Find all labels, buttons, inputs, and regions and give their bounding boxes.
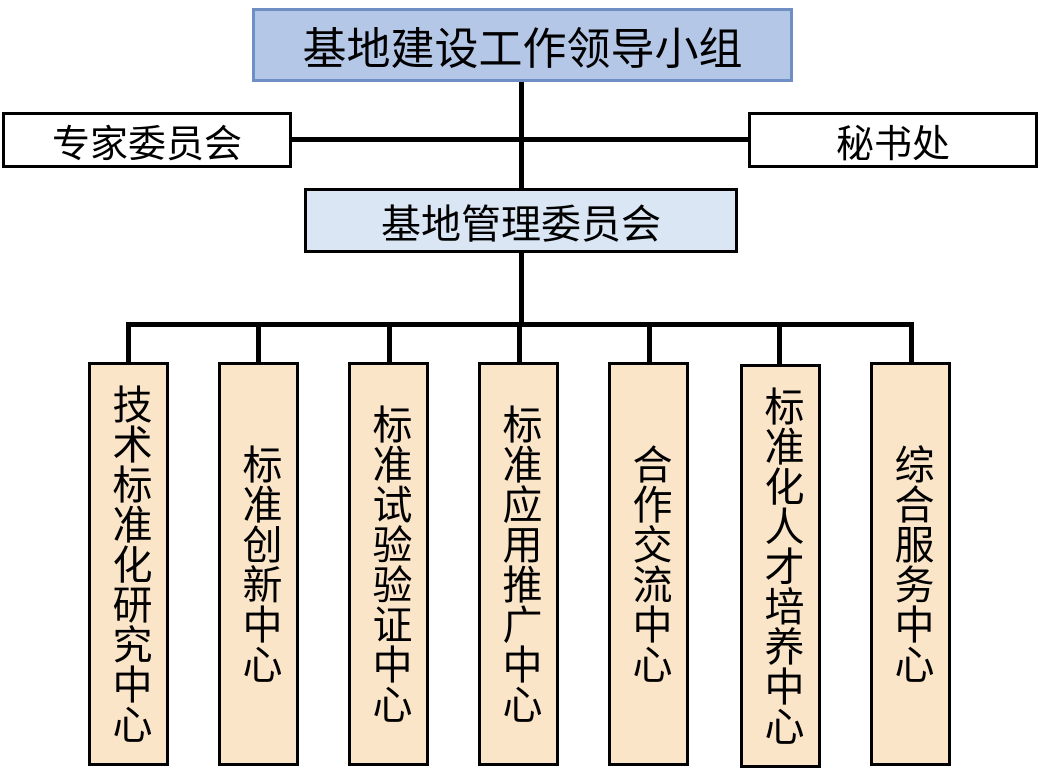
center-drop-line xyxy=(517,322,522,364)
center-drop-line xyxy=(777,322,782,364)
expert-committee-label: 专家委员会 xyxy=(51,121,242,166)
leadership-group-box: 基地建设工作领导小组 xyxy=(252,8,793,82)
management-committee-box: 基地管理委员会 xyxy=(304,188,738,253)
center-label: 标准试验验证中心 xyxy=(365,404,412,724)
expert-committee-box: 专家委员会 xyxy=(2,112,292,168)
center-box: 综合服务中心 xyxy=(870,362,951,766)
secretariat-box: 秘书处 xyxy=(748,112,1038,168)
center-drop-line xyxy=(126,322,131,364)
side-branch-line xyxy=(292,137,748,142)
center-box: 标准创新中心 xyxy=(218,362,299,766)
center-box: 合作交流中心 xyxy=(608,362,689,766)
center-drop-line xyxy=(909,322,914,364)
secretariat-label: 秘书处 xyxy=(835,121,950,166)
center-box: 技术标准化研究中心 xyxy=(88,362,169,766)
leadership-group-label: 基地建设工作领导小组 xyxy=(302,24,743,75)
center-label: 技术标准化研究中心 xyxy=(105,384,152,744)
center-drop-line xyxy=(387,322,392,364)
center-drop-line xyxy=(256,322,261,364)
center-label: 标准化人才培养中心 xyxy=(757,386,804,746)
trunk-line xyxy=(519,82,524,188)
center-label: 综合服务中心 xyxy=(887,444,934,684)
center-label: 标准应用推广中心 xyxy=(495,404,542,724)
center-label: 标准创新中心 xyxy=(235,444,282,684)
center-box: 标准试验验证中心 xyxy=(348,362,429,766)
center-box: 标准应用推广中心 xyxy=(478,362,559,766)
center-drop-line xyxy=(647,322,652,364)
center-label: 合作交流中心 xyxy=(625,444,672,684)
management-committee-label: 基地管理委员会 xyxy=(381,201,661,248)
center-box: 标准化人才培养中心 xyxy=(740,364,821,768)
management-down-line xyxy=(519,253,524,324)
